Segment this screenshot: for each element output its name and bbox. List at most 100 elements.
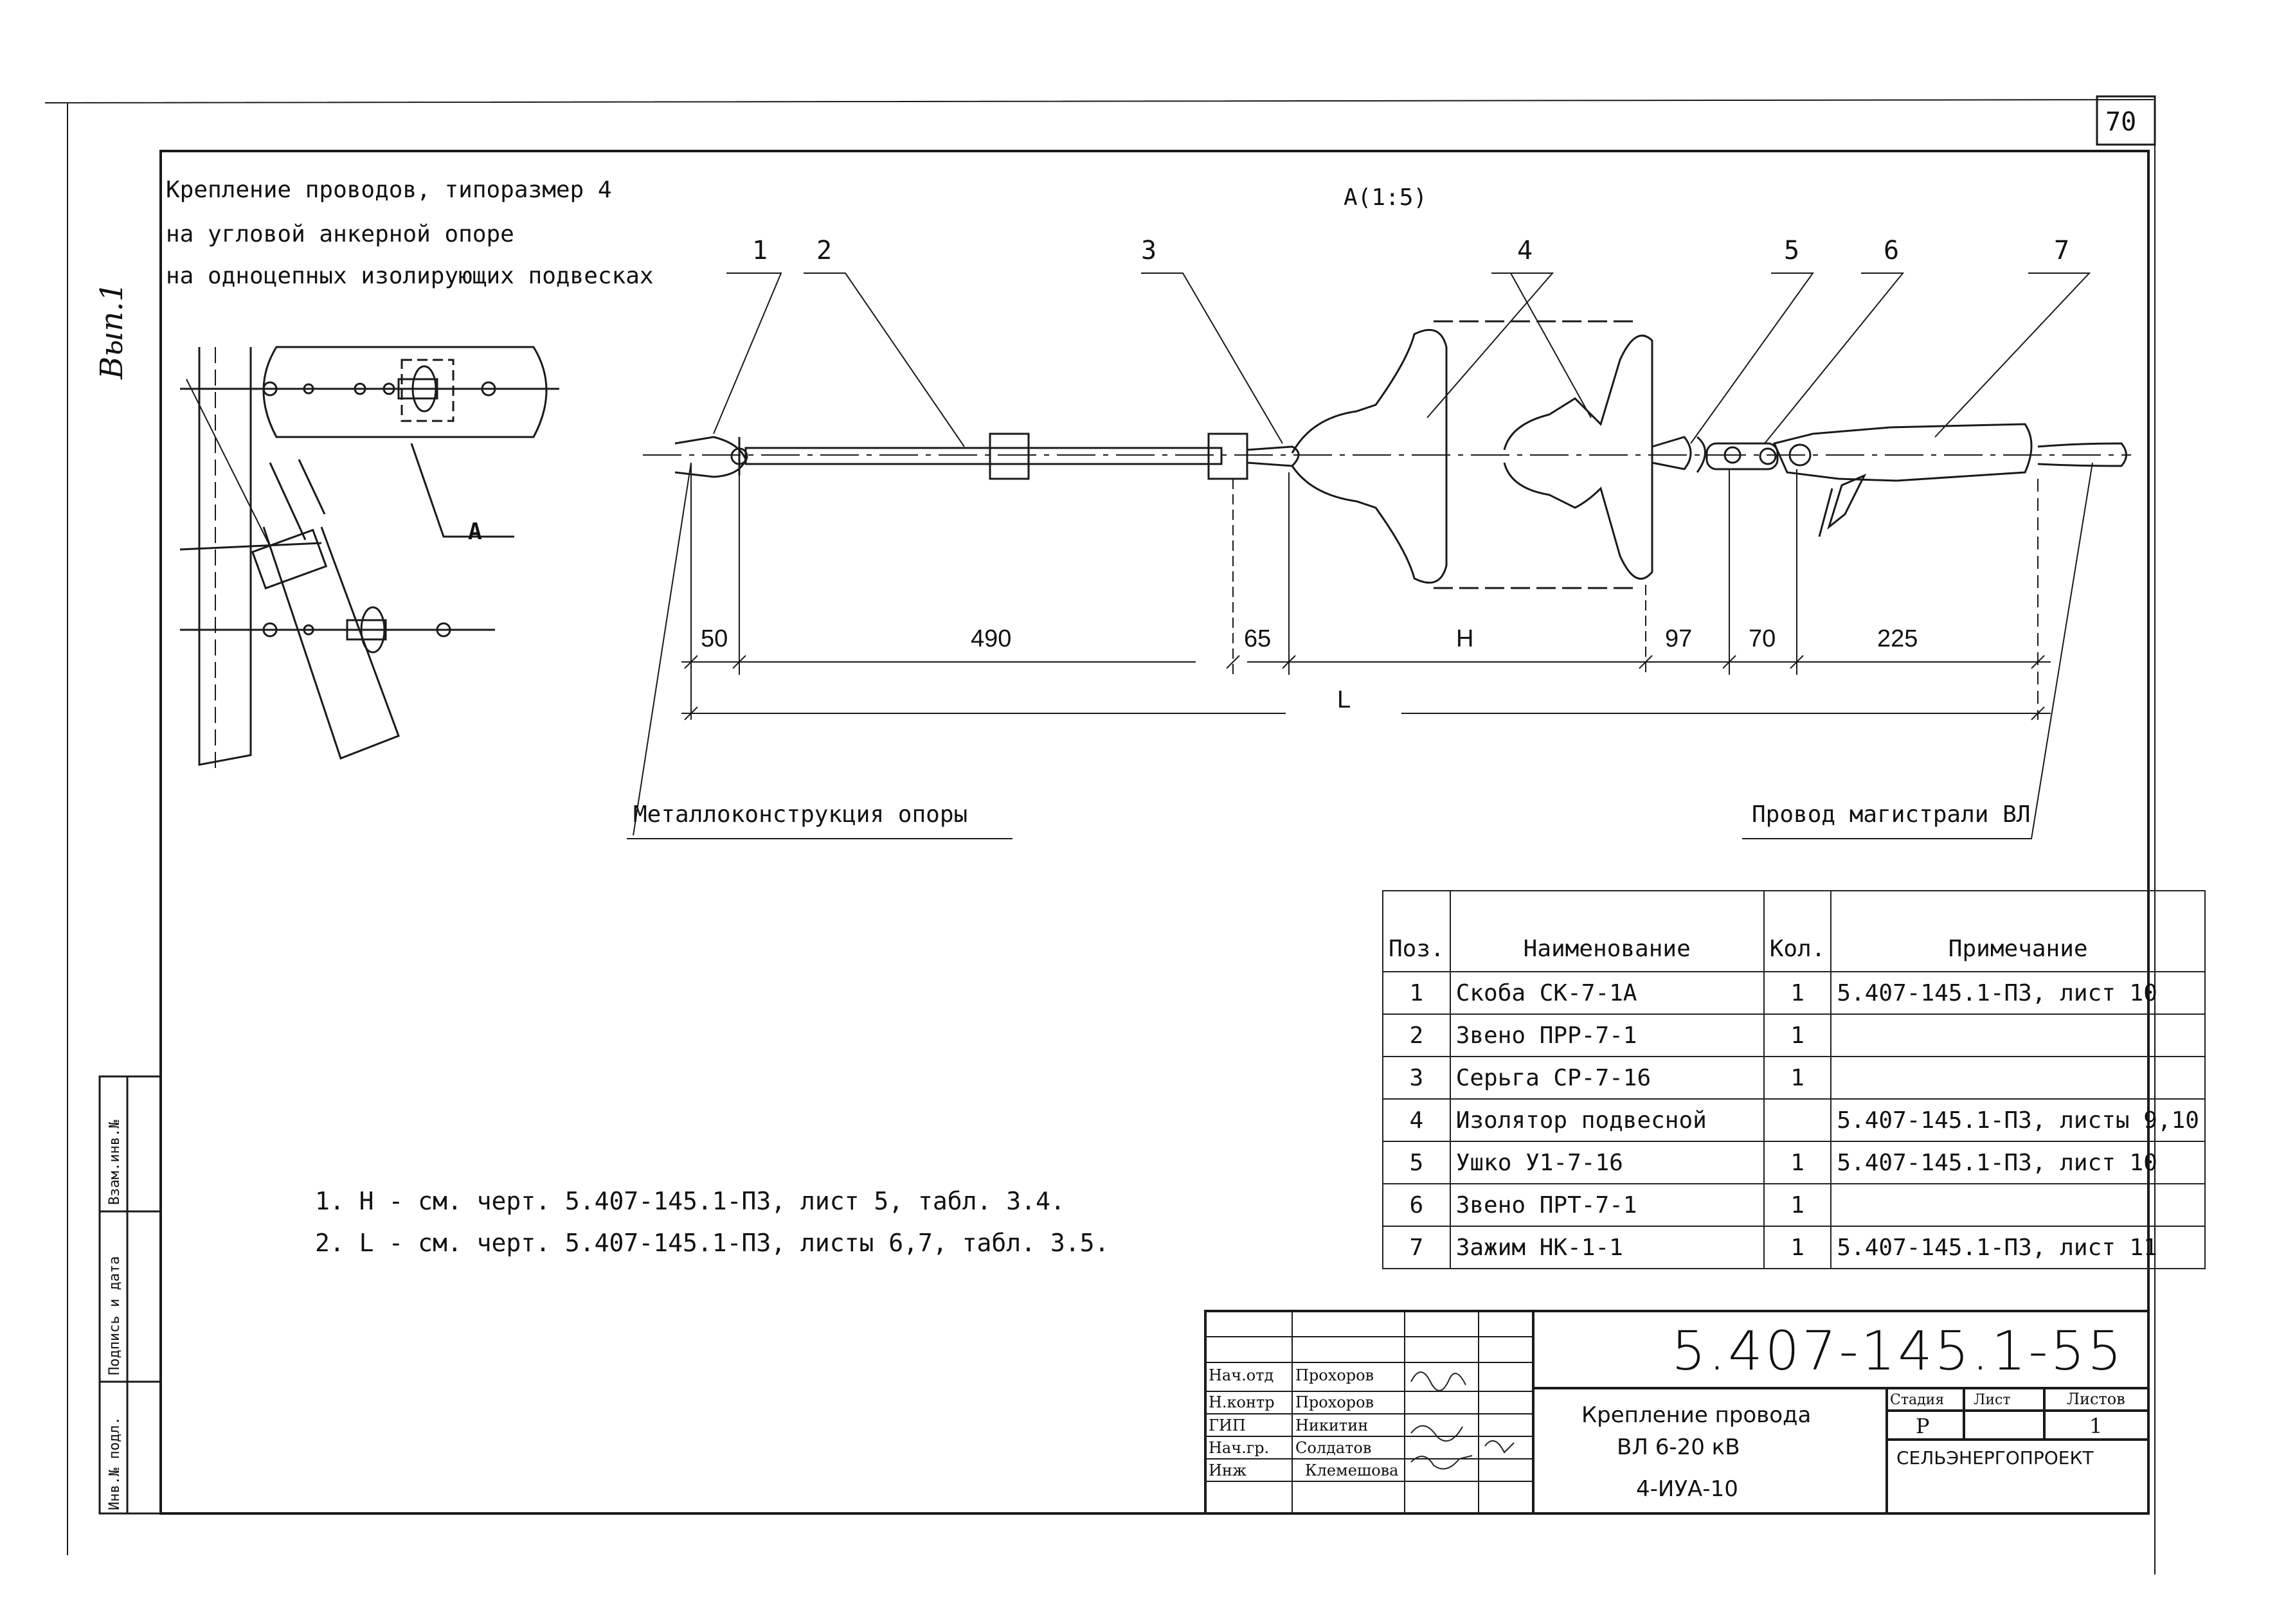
leader-lines: [627, 272, 2093, 839]
spec-cell-qty: 1: [1763, 1013, 1832, 1057]
drawing-frame: [159, 150, 2150, 1515]
spec-cell-qty: 1: [1763, 1183, 1832, 1227]
spec-header-qty: Кол.: [1763, 890, 1832, 972]
outer-sheet-edge: [44, 96, 2156, 1575]
title-block-line-1: Крепление провода: [1581, 1402, 1812, 1428]
sheet-header: Лист: [1974, 1392, 2011, 1408]
table-row: 1 Скоба СК-7-1А 1 5.407-145.1-ПЗ, лист 1…: [1382, 971, 2206, 1015]
table-row: 5 Ушко У1-7-16 1 5.407-145.1-ПЗ, лист 10: [1382, 1141, 2206, 1184]
note-2: 2. L - см. черт. 5.407-145.1-ПЗ, листы 6…: [315, 1229, 1110, 1257]
staff-name: Прохоров: [1295, 1366, 1374, 1384]
callout-bubble: [262, 346, 548, 438]
view-label: A(1:5): [1344, 184, 1428, 211]
position-number-4: 4: [1517, 236, 1533, 265]
spec-cell-name: Звено ПРТ-7-1: [1449, 1183, 1765, 1227]
title-block-line-2: ВЛ 6-20 кВ: [1617, 1434, 1740, 1460]
spec-cell-name: Звено ПРР-7-1: [1449, 1013, 1765, 1057]
organization-name: СЕЛЬЭНЕРГОПРОЕКТ: [1896, 1447, 2094, 1468]
title-block-line-3: 4-ИУА-10: [1636, 1476, 1738, 1502]
spec-cell-note: 5.407-145.1-ПЗ, лист 11: [1830, 1226, 2206, 1269]
position-number-7: 7: [2054, 236, 2070, 265]
position-number-6: 6: [1884, 236, 1900, 265]
staff-name: Прохоров: [1295, 1393, 1374, 1411]
table-row: 2 Звено ПРР-7-1 1: [1382, 1013, 2206, 1057]
spec-header-pos: Поз.: [1382, 890, 1451, 972]
insulator-disc-1: [1291, 328, 1448, 584]
dimension-70: 70: [1749, 625, 1776, 652]
staff-role: Нач.гр.: [1209, 1439, 1270, 1457]
stage-header: Стадия: [1890, 1392, 1945, 1408]
overview-pole: [179, 346, 559, 771]
title-line-2: на угловой анкерной опоре: [166, 221, 514, 247]
staff-name: Никитин: [1295, 1416, 1369, 1434]
insulator-disc-2: [1503, 334, 1653, 580]
table-row: 4 Изолятор подвесной 5.407-145.1-ПЗ, лис…: [1382, 1098, 2206, 1142]
position-number-1: 1: [752, 236, 768, 265]
dimension-50: 50: [701, 625, 728, 652]
spec-cell-qty: [1763, 1098, 1832, 1142]
title-line-1: Крепление проводов, типоразмер 4: [166, 177, 612, 203]
position-number-3: 3: [1141, 236, 1157, 265]
spec-cell-note: 5.407-145.1-ПЗ, листы 9,10: [1830, 1098, 2206, 1142]
sheets-value: 1: [2089, 1414, 2103, 1438]
table-row: 7 Зажим НК-1-1 1 5.407-145.1-ПЗ, лист 11: [1382, 1226, 2206, 1269]
dimension-225: 225: [1877, 625, 1918, 652]
signatures: [1410, 1371, 1515, 1470]
spec-cell-note: 5.407-145.1-ПЗ, лист 10: [1830, 1141, 2206, 1184]
position-number-2: 2: [816, 236, 833, 265]
spec-cell-name: Изолятор подвесной: [1449, 1098, 1765, 1142]
spec-cell-note: [1830, 1183, 2206, 1227]
spec-cell-qty: 1: [1763, 1056, 1832, 1100]
position-number-5: 5: [1784, 236, 1800, 265]
staff-name: Клемешова: [1305, 1461, 1399, 1479]
staff-role: Н.контр: [1209, 1393, 1275, 1411]
spec-cell-note: 5.407-145.1-ПЗ, лист 10: [1830, 971, 2206, 1015]
staff-role: Нач.отд: [1209, 1366, 1274, 1384]
spec-cell-pos: 4: [1382, 1098, 1451, 1142]
document-code: 5.407-145.1-55: [1671, 1319, 2125, 1382]
spec-cell-note: [1830, 1013, 2206, 1057]
table-row: 6 Звено ПРТ-7-1 1: [1382, 1183, 2206, 1227]
spec-header-row: Поз. Наименование Кол. Примечание: [1382, 890, 2206, 972]
sheet-number: 70: [2105, 107, 2137, 137]
spec-cell-name: Серьга СР-7-16: [1449, 1056, 1765, 1100]
spec-cell-name: Зажим НК-1-1: [1449, 1226, 1765, 1269]
dimension-L: L: [1337, 686, 1351, 713]
spec-cell-pos: 6: [1382, 1183, 1451, 1227]
label-line-conductor: Провод магистрали ВЛ: [1752, 801, 2031, 828]
callout-letter: A: [468, 519, 482, 545]
spec-cell-name: Ушко У1-7-16: [1449, 1141, 1765, 1184]
staff-name: Солдатов: [1295, 1439, 1372, 1457]
staff-role: ГИП: [1209, 1416, 1246, 1434]
spec-cell-pos: 1: [1382, 971, 1451, 1015]
dimension-H: H: [1456, 625, 1474, 652]
spec-cell-pos: 3: [1382, 1056, 1451, 1100]
dimension-490: 490: [971, 625, 1012, 652]
spec-cell-qty: 1: [1763, 1226, 1832, 1269]
staff-role: Инж: [1209, 1461, 1247, 1479]
spec-cell-name: Скоба СК-7-1А: [1449, 971, 1765, 1015]
side-stamp-frame: [98, 1075, 162, 1515]
spec-cell-note: [1830, 1056, 2206, 1100]
spec-header-name: Наименование: [1449, 890, 1765, 972]
stage-value: Р: [1916, 1414, 1930, 1438]
spec-header-note: Примечание: [1830, 890, 2206, 972]
label-pole-structure: Металлоконструкция опоры: [633, 801, 968, 828]
note-1: 1. H - см. черт. 5.407-145.1-ПЗ, лист 5,…: [315, 1187, 1065, 1215]
spec-cell-pos: 7: [1382, 1226, 1451, 1269]
spec-cell-pos: 2: [1382, 1013, 1451, 1057]
table-row: 3 Серьга СР-7-16 1: [1382, 1056, 2206, 1100]
spec-cell-pos: 5: [1382, 1141, 1451, 1184]
assembly-main: [643, 320, 2131, 589]
spec-cell-qty: 1: [1763, 1141, 1832, 1184]
sheets-header: Листов: [2067, 1390, 2125, 1408]
spec-cell-qty: 1: [1763, 971, 1832, 1015]
sheet-number-box: [2096, 95, 2156, 146]
dimension-65: 65: [1244, 625, 1272, 652]
dimension-97: 97: [1665, 625, 1693, 652]
dimension-lines: [681, 463, 2051, 720]
title-line-3: на одноцепных изолирующих подвесках: [166, 263, 654, 289]
specification-table: Поз. Наименование Кол. Примечание 1 Скоб…: [1382, 890, 2206, 1269]
